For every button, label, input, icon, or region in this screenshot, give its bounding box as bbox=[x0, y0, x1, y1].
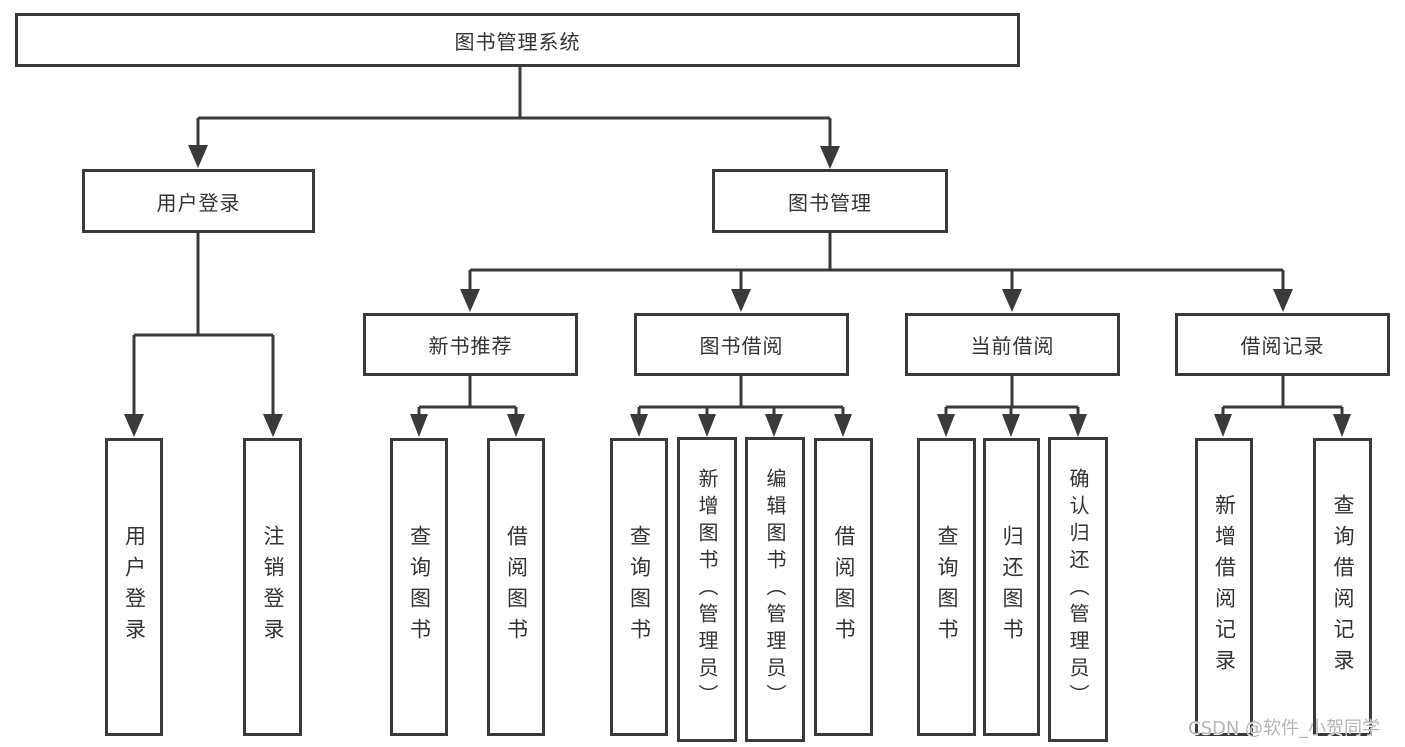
node-user-login: 用户登录 bbox=[82, 169, 315, 233]
node-label: 新书推荐 bbox=[428, 334, 513, 358]
node-label: 用户登录 bbox=[156, 190, 241, 215]
node-book-borrowing: 图书借阅 bbox=[634, 313, 849, 376]
node-borrowing-records: 借阅记录 bbox=[1175, 313, 1390, 376]
leaf-user-login: 用户登录 bbox=[105, 438, 163, 736]
node-label: 图书管理 bbox=[788, 190, 872, 215]
leaf-edit-book-admin: 编辑图书（管理员） bbox=[745, 437, 805, 742]
node-label: 借阅记录 bbox=[1240, 334, 1325, 358]
leaf-add-borrow-record: 新增借阅记录 bbox=[1195, 438, 1253, 736]
csdn-watermark: CSDN @软件_小贺同学 bbox=[1188, 718, 1381, 739]
node-library-management-system: 图书管理系统 bbox=[15, 13, 1020, 67]
leaf-query-books-borrow: 查询图书 bbox=[610, 438, 668, 736]
node-label: 图书管理系统 bbox=[454, 29, 581, 54]
leaf-borrow-books: 借阅图书 bbox=[814, 438, 873, 736]
node-label: 图书借阅 bbox=[699, 334, 784, 358]
leaf-confirm-return-admin: 确认归还（管理员） bbox=[1048, 437, 1108, 742]
leaf-logout: 注销登录 bbox=[243, 438, 302, 736]
leaf-query-books-recommend: 查询图书 bbox=[390, 438, 448, 736]
node-current-borrowing: 当前借阅 bbox=[905, 313, 1120, 376]
leaf-query-books-current: 查询图书 bbox=[917, 438, 976, 736]
leaf-return-book: 归还图书 bbox=[983, 438, 1040, 736]
node-label: 当前借阅 bbox=[970, 334, 1055, 358]
leaf-borrow-books-recommend: 借阅图书 bbox=[487, 438, 545, 736]
node-new-book-recommendation: 新书推荐 bbox=[363, 313, 578, 376]
node-book-management: 图书管理 bbox=[712, 169, 948, 233]
leaf-add-book-admin: 新增图书（管理员） bbox=[677, 437, 737, 742]
leaf-query-borrow-record: 查询借阅记录 bbox=[1313, 438, 1372, 736]
